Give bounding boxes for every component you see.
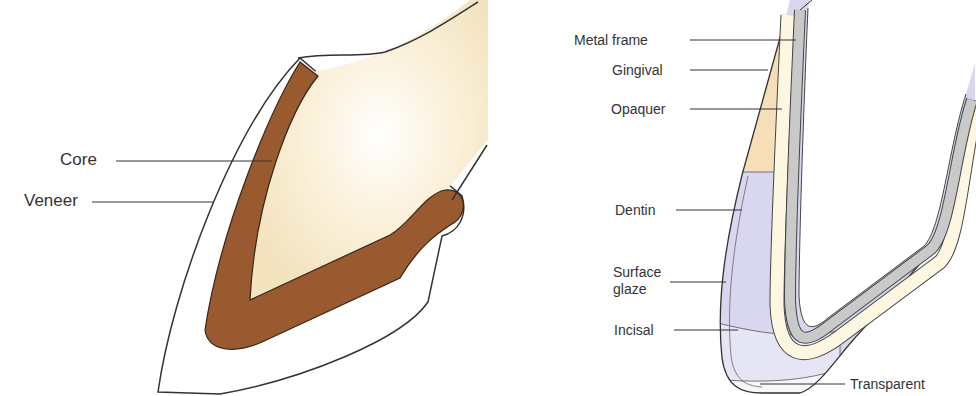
leader-line bbox=[92, 202, 214, 203]
layer-label: Opaquer bbox=[611, 101, 665, 118]
part-label: Core bbox=[60, 150, 97, 170]
leader-line bbox=[690, 109, 782, 110]
part-label: Veneer bbox=[24, 191, 78, 211]
leader-line bbox=[676, 210, 742, 211]
leader-line bbox=[760, 384, 845, 385]
tooth-preparation bbox=[799, 0, 976, 327]
layer-label: Transparent bbox=[850, 376, 925, 393]
metal-ceramic-crown bbox=[670, 0, 976, 396]
dentin-layer bbox=[700, 0, 976, 396]
gingival-layer bbox=[700, 28, 784, 172]
preparation-outline bbox=[452, 145, 487, 200]
core-layer bbox=[205, 62, 463, 349]
leader-line bbox=[690, 70, 768, 71]
layer-label: Metal frame bbox=[574, 32, 648, 49]
preparation-outline bbox=[799, 8, 966, 327]
layer-label: Incisal bbox=[614, 322, 654, 339]
leader-line bbox=[670, 282, 726, 283]
preparation-outline bbox=[800, 0, 812, 10]
all-ceramic-crown bbox=[92, 0, 488, 394]
preparation-outline bbox=[298, 2, 478, 58]
surface-glaze-line bbox=[730, 176, 762, 387]
layer-label: Gingival bbox=[612, 62, 663, 79]
leader-line bbox=[116, 161, 272, 162]
leader-line bbox=[690, 40, 796, 41]
leader-line bbox=[674, 330, 738, 331]
layer-label: Surface glaze bbox=[613, 264, 675, 298]
layer-label: Dentin bbox=[615, 202, 655, 219]
